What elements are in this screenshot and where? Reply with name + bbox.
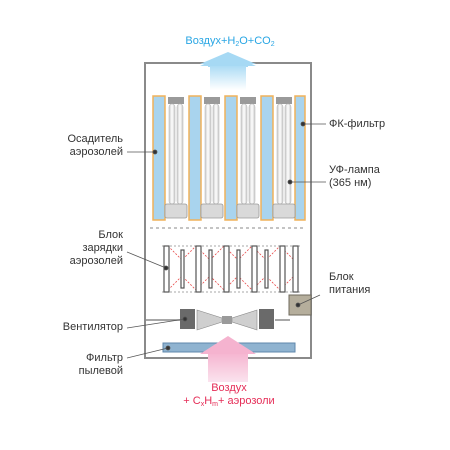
uv-lamp-label: УФ-лампа (365 нм) [329,164,380,190]
uv-lamp-line2: (365 нм) [329,177,372,189]
dust-filter-line1: Фильтр [86,352,123,364]
inlet-flow-post: + аэрозоли [218,395,275,407]
inlet-flow-line2: + CxHm+ аэрозоли [170,395,288,408]
charging-wires [167,245,295,291]
power-supply-line2: питания [329,284,371,296]
uv-lamp-line1: УФ-лампа [329,164,380,176]
charging-unit-line3: аэрозолей [69,255,123,267]
outlet-arrow [200,52,256,90]
outlet-flow-label: Воздух+H2O+CO2 [185,35,275,48]
uv-lamp [272,97,296,219]
outlet-flow-sub2: 2 [270,41,275,48]
inlet-flow-line1: Воздух [211,382,247,394]
outlet-flow-mid: O+CO [239,35,271,47]
charging-plates [163,245,299,293]
pc-filter-label-text: ФК-фильтр [329,118,386,130]
inlet-arrow [200,336,256,382]
fan [146,309,290,331]
power-supply-line1: Блок [329,271,354,283]
pc-filter-label: ФК-фильтр [329,118,385,131]
outlet-flow-sub1: 2 [235,41,240,48]
charging-unit-line1: Блок [98,229,123,241]
power-supply-label: Блок питания [329,271,370,297]
charging-unit [162,245,300,293]
outlet-flow-text: Воздух+H [185,35,236,47]
uv-lamp [164,97,188,219]
dust-filter-label: Фильтр пылевой [79,352,123,378]
leader-lines [126,121,326,359]
aerosol-precipitator-label: Осадитель аэрозолей [67,133,123,159]
inlet-flow-label: Воздух + CxHm+ аэрозоли [170,382,288,408]
inlet-flow-sub2: m [212,401,219,408]
uv-lamps [164,97,296,219]
uv-lamp [236,97,260,219]
aerosol-precipitator-line2: аэрозолей [69,146,123,158]
fan-label: Вентилятор [63,321,123,334]
inlet-flow-pre: + C [183,395,201,407]
pc-filter-panels [152,95,306,221]
inlet-flow-mid: H [204,395,213,407]
inlet-flow-sub1: x [200,401,205,408]
fan-label-text: Вентилятор [62,321,123,333]
dust-filter-line2: пылевой [78,365,123,377]
uv-lamp [200,97,224,219]
charging-unit-line2: зарядки [82,242,124,254]
aerosol-precipitator-line1: Осадитель [67,133,123,145]
charging-unit-label: Блок зарядки аэрозолей [70,229,123,268]
